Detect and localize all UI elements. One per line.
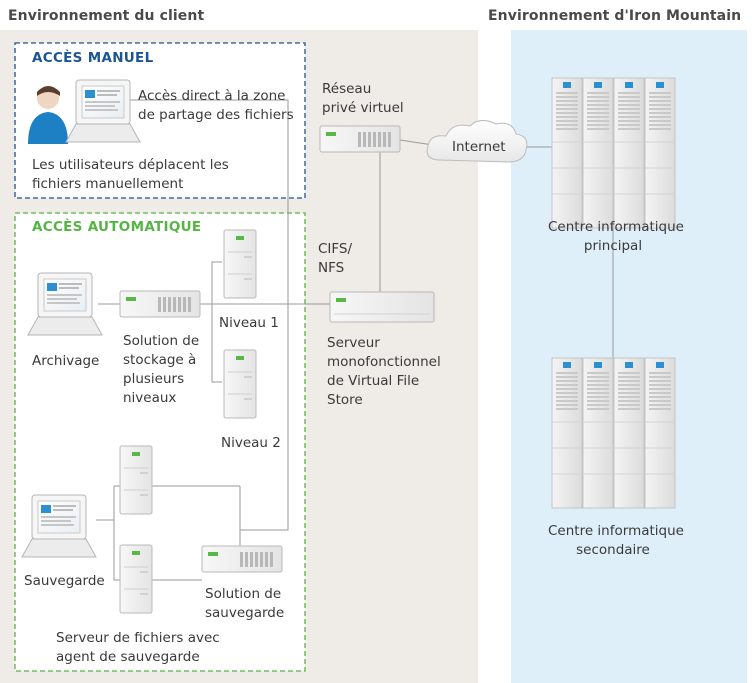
archive-label: Archivage (32, 353, 100, 369)
internet-label: Internet (452, 139, 506, 155)
vpn-label-line2: privé virtuel (322, 100, 404, 116)
tiered-storage-label-line3: plusieurs (123, 371, 185, 387)
user-icon (28, 86, 68, 144)
vfs-server-label-line3: de Virtual File (327, 373, 420, 389)
tiered-storage-label-line1: Solution de (123, 333, 200, 349)
users-move-files-label-line2: fichiers manuellement (32, 176, 184, 192)
manual-access-box (14, 42, 306, 199)
cifs-nfs-label-line2: NFS (318, 260, 345, 276)
backup-solution-label-line2: sauvegarde (205, 605, 285, 621)
cifs-nfs-label-line1: CIFS/ (318, 241, 353, 257)
client-environment-header: Environnement du client (8, 8, 205, 24)
tiered-storage-label-line4: niveaux (123, 390, 177, 406)
primary-datacenter-icon (552, 78, 675, 228)
vpn-label-line1: Réseau (322, 81, 372, 97)
vfs-server-icon (329, 291, 435, 323)
secondary-datacenter-label-line1: Centre informatique (548, 523, 684, 539)
secondary-datacenter-label-line2: secondaire (576, 542, 650, 558)
vpn-appliance-icon (319, 125, 401, 153)
manual-access-title: ACCÈS MANUEL (32, 50, 154, 66)
direct-access-label-line1: Accès direct à la zone (138, 88, 286, 104)
file-server-agent-label-line1: Serveur de fichiers avec (56, 630, 220, 646)
tier1-server-icon (223, 229, 257, 299)
direct-access-label-line2: de partage des fichiers (138, 107, 294, 123)
backup-laptop-icon (21, 494, 97, 558)
manual-access-laptop-icon (65, 79, 141, 143)
vfs-server-label-line4: Store (327, 392, 363, 408)
primary-datacenter-label-line2: principal (583, 238, 643, 254)
tier2-label: Niveau 2 (221, 435, 281, 451)
users-move-files-label-line1: Les utilisateurs déplacent les (32, 157, 229, 173)
tiered-storage-appliance-icon (119, 290, 201, 318)
vfs-server-label-line1: Serveur (327, 335, 380, 351)
tiered-storage-label-line2: stockage à (123, 352, 197, 368)
backup-solution-label-line1: Solution de (205, 586, 282, 602)
automatic-access-title: ACCÈS AUTOMATIQUE (32, 219, 202, 235)
backup-appliance-icon (201, 545, 283, 573)
iron-mountain-environment-header: Environnement d'Iron Mountain (488, 8, 742, 24)
vfs-server-label-line2: monofonctionnel (327, 354, 441, 370)
tier2-server-icon (223, 349, 257, 419)
connector-lines (96, 99, 614, 581)
internet-cloud-icon (426, 120, 528, 163)
file-server-icon-top (119, 445, 153, 515)
tier1-label: Niveau 1 (219, 315, 279, 331)
secondary-datacenter-icon (552, 358, 675, 508)
archive-laptop-icon (27, 272, 103, 336)
file-server-icon-bottom (119, 544, 153, 614)
primary-datacenter-label-line1: Centre informatique (548, 219, 684, 235)
file-server-agent-label-line2: agent de sauvegarde (56, 649, 200, 665)
backup-label: Sauvegarde (24, 573, 105, 589)
